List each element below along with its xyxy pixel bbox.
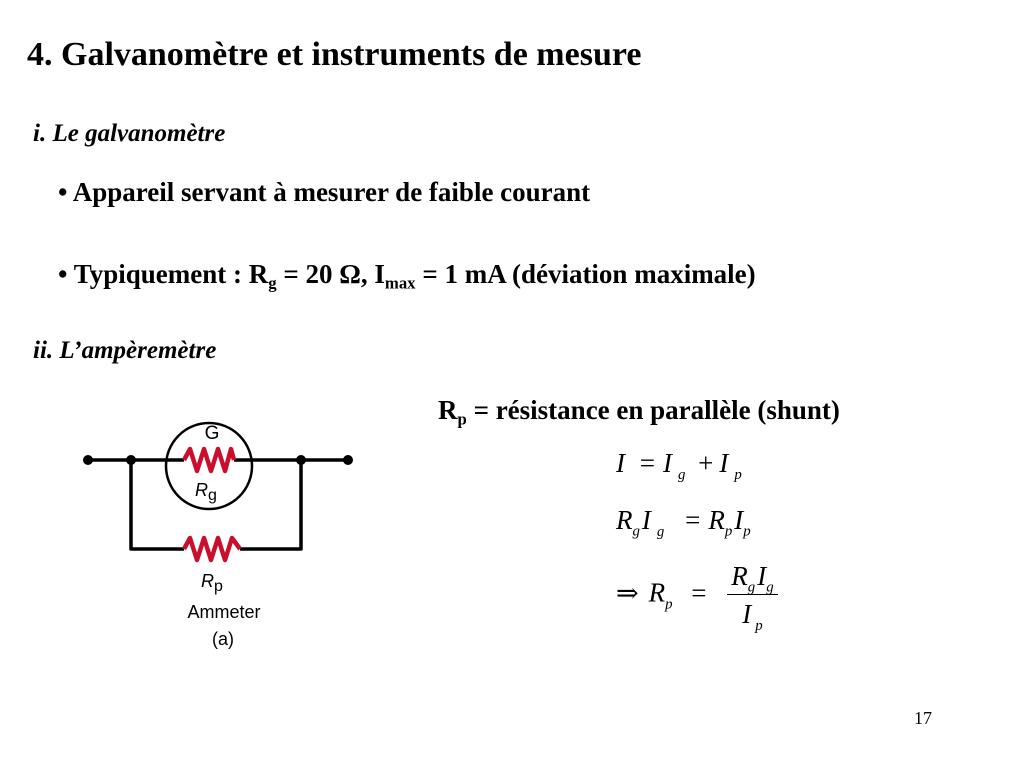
wire-shunt-left bbox=[129, 460, 184, 551]
eq1-t2-sub: p bbox=[734, 466, 742, 483]
eq3-num-a-sub: g bbox=[747, 579, 756, 596]
eq2-a-sub: g bbox=[632, 523, 640, 540]
rg-label: Rg bbox=[195, 480, 217, 504]
terminal-dot-left bbox=[83, 455, 93, 465]
terminal-dot-right bbox=[343, 455, 353, 465]
rp-def-sub: p bbox=[457, 409, 467, 429]
eq1-t1-sub: g bbox=[677, 466, 686, 483]
eq3-implies: ⇒ bbox=[616, 577, 639, 608]
figure-sublabel: (a) bbox=[212, 629, 234, 649]
bullet2-prefix: • Typiquement : R bbox=[58, 259, 269, 289]
ammeter-caption: Ammeter bbox=[187, 602, 260, 622]
eq2-c: R bbox=[708, 505, 725, 535]
eq1-t1: I bbox=[662, 448, 672, 478]
junction-dot-left bbox=[126, 455, 136, 465]
galvanometer-circle bbox=[164, 421, 254, 511]
resistor-rp-zigzag bbox=[182, 535, 242, 563]
eq2-b-sub: g bbox=[656, 523, 665, 540]
eq3-num-b-sub: g bbox=[766, 579, 774, 596]
eq3-den: I bbox=[742, 599, 752, 629]
eq2-b: I bbox=[641, 505, 651, 535]
bullet2-sub-max: max bbox=[384, 273, 416, 293]
bullet-galvanometer-typical-values: • Typiquement : Rg = 20 Ω, Imax = 1 mA (… bbox=[58, 259, 756, 293]
rg-label-main: R bbox=[195, 480, 208, 500]
eq2-c-sub: p bbox=[724, 523, 733, 540]
eq3-lhs-sub: p bbox=[665, 596, 673, 613]
eq3-equals: = bbox=[691, 577, 707, 608]
eq3-numerator: RgIg bbox=[727, 561, 778, 596]
eq2-a: R bbox=[616, 505, 633, 535]
circuit-wires bbox=[88, 458, 348, 551]
eq1-t2: I bbox=[719, 448, 729, 478]
rp-def-suffix: = résistance en parallèle (shunt) bbox=[466, 395, 840, 425]
section-heading-ammeter: ii. L’ampèremètre bbox=[33, 337, 217, 364]
eq3-den-sub: p bbox=[755, 617, 763, 634]
page-number: 17 bbox=[914, 708, 932, 728]
section-heading-galvanometer: i. Le galvanomètre bbox=[33, 120, 226, 147]
bullet2-sub-g: g bbox=[268, 273, 277, 293]
eq2-equals: = bbox=[685, 505, 701, 535]
eq3-num-b: I bbox=[757, 561, 767, 591]
eq1-lhs: I bbox=[616, 448, 625, 478]
bullet2-suffix: = 1 mA (déviation maximale) bbox=[415, 259, 756, 289]
ammeter-circuit-diagram: G Rg Rp Ammeter (a) bbox=[83, 421, 353, 649]
rp-label-sub: p bbox=[214, 578, 223, 595]
rp-label: Rp bbox=[201, 571, 223, 595]
junction-dot-right bbox=[296, 455, 306, 465]
rp-def-prefix: R bbox=[438, 395, 458, 425]
rp-label-main: R bbox=[201, 571, 214, 591]
slide-title: 4. Galvanomètre et instruments de mesure bbox=[27, 36, 642, 73]
wire-shunt-right bbox=[240, 460, 303, 551]
eq3-num-a: R bbox=[731, 561, 748, 591]
eq2-d-sub: p bbox=[743, 523, 751, 540]
rg-label-sub: g bbox=[208, 487, 217, 504]
eq3-lhs: R bbox=[648, 577, 666, 608]
bullet2-mid: = 20 Ω, I bbox=[276, 259, 385, 289]
eq1-equals: = bbox=[639, 448, 655, 478]
eq1-plus: + bbox=[698, 448, 714, 478]
bullet-galvanometer-purpose: • Appareil servant à mesurer de faible c… bbox=[58, 177, 591, 207]
resistor-rg-zigzag bbox=[182, 446, 237, 474]
eq2-d: I bbox=[734, 505, 744, 535]
rp-definition: Rp = résistance en parallèle (shunt) bbox=[438, 395, 840, 429]
galvanometer-label: G bbox=[205, 423, 220, 444]
